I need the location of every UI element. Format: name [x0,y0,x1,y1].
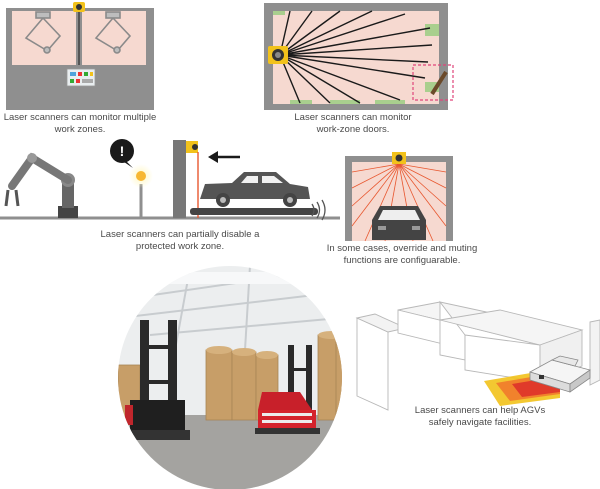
robot-arm-left-icon [24,11,62,54]
scanner-icon [73,2,85,12]
scanner-icon [392,152,406,164]
sound-waves-icon [311,199,326,221]
robot-arm-right-icon [94,11,132,54]
caption-multiple-zones: Laser scanners can monitor multiple work… [3,112,157,135]
laser-beams [279,10,433,104]
car-front-icon [372,206,426,240]
scanner-column [173,140,186,218]
warning-light-icon [136,171,146,181]
caption-agv-navigate: Laser scanners can help AGVs safely navi… [414,405,546,428]
scanner-icon [268,46,288,64]
door-icon [430,70,448,96]
caption-partial-disable: Laser scanners can partially disable a p… [100,229,260,252]
alert-bubble-icon [110,139,134,168]
agv-vehicle-icon [528,355,591,393]
control-panel-icon [66,68,96,87]
scanner-icon [186,141,198,153]
agv-warehouse-photo [118,266,342,489]
zone-doors-diagram [264,3,454,110]
car-icon [200,172,310,207]
multiple-zones-diagram [6,2,154,110]
caption-zone-doors: Laser scanners can monitor work-zone doo… [294,112,412,135]
robot-arm-icon [4,152,78,218]
alert-symbol: ! [120,143,125,159]
agv-forklift-left [120,320,190,440]
green-boundary [273,11,439,104]
agv-navigation-diagram [355,300,600,411]
override-muting-diagram [345,152,453,242]
caption-override-muting: In some cases, override and muting funct… [326,243,478,266]
partial-disable-diagram: ! [0,139,340,221]
agv-forklift-right [255,345,320,434]
arrow-left-icon [208,151,240,163]
door-highlight [412,64,454,101]
conveyor [190,208,318,215]
